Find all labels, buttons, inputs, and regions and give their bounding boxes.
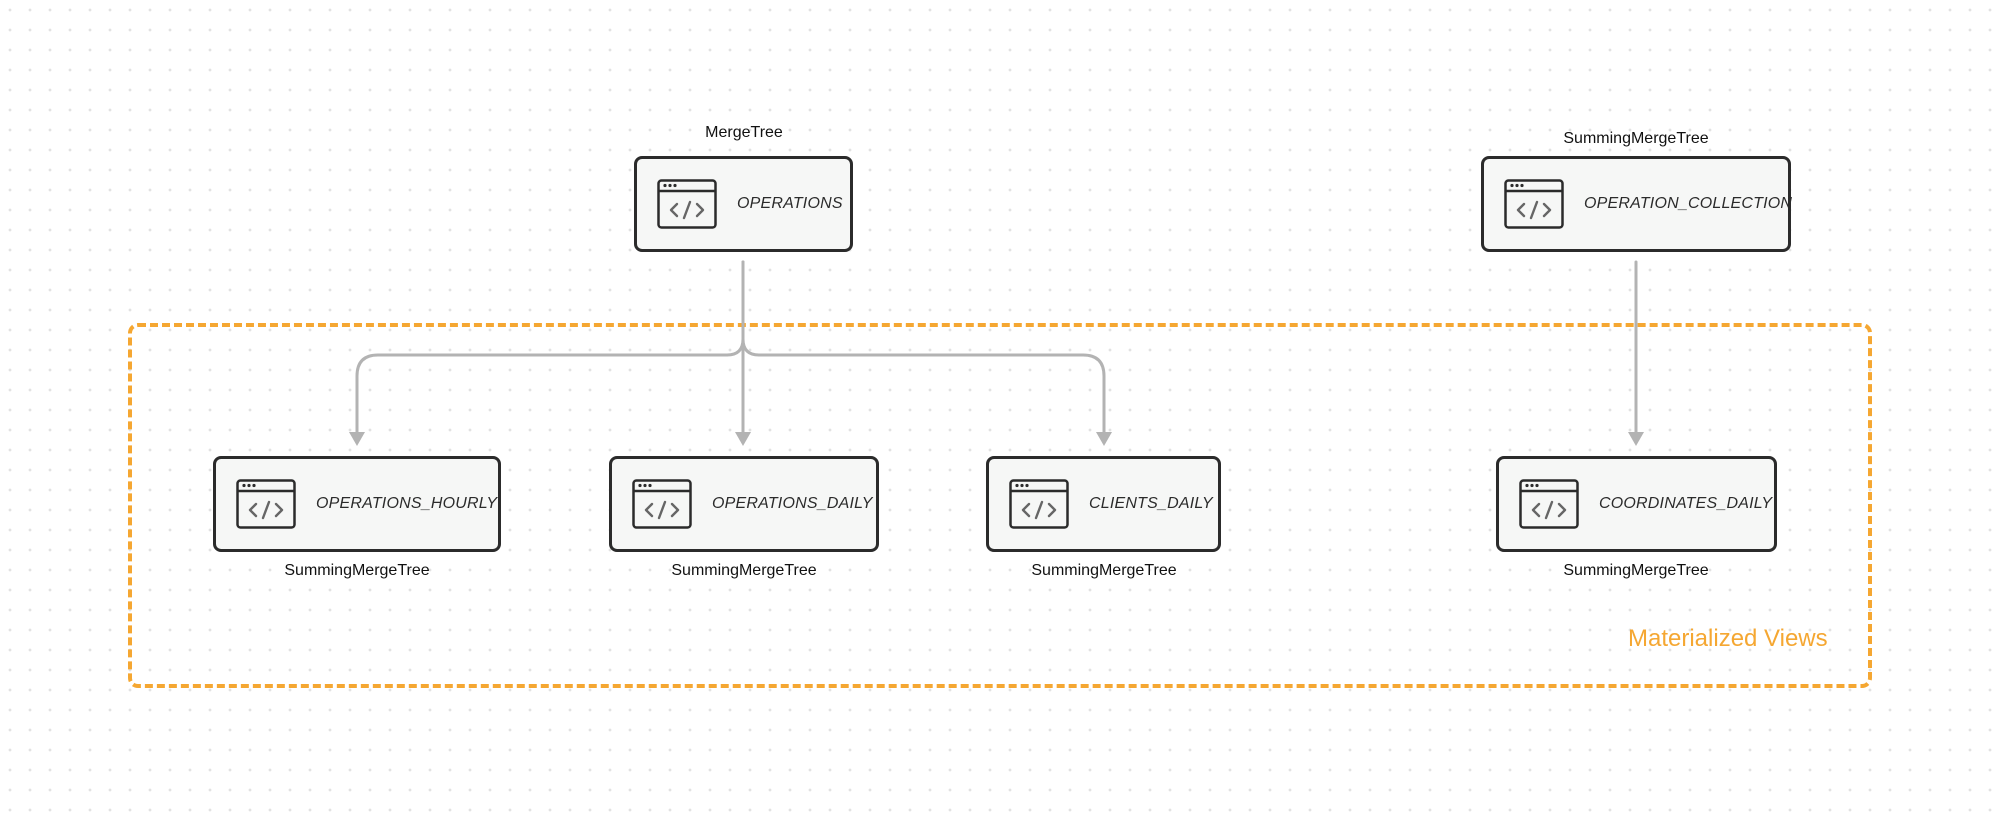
table-node-operation-collection[interactable]: OPERATION_COLLECTION (1481, 156, 1793, 252)
code-window-icon (1519, 479, 1579, 529)
connector-operations-to-hourly (355, 260, 745, 434)
table-name: OPERATION_COLLECTION (1584, 195, 1793, 212)
operations-daily-engine-label: SummingMergeTree (671, 562, 817, 579)
view-name: OPERATIONS_DAILY (712, 495, 873, 512)
arrowhead-clients (1096, 432, 1112, 446)
view-name: COORDINATES_DAILY (1599, 495, 1773, 512)
connector-operations-to-clients (741, 260, 1106, 434)
coordinates-daily-engine-label: SummingMergeTree (1563, 562, 1709, 579)
view-node-operations-hourly[interactable]: OPERATIONS_HOURLY (213, 456, 501, 552)
materialized-views-label: Materialized Views (1628, 625, 1828, 652)
code-window-icon (632, 479, 692, 529)
code-window-icon (1009, 479, 1069, 529)
clients-daily-engine-label: SummingMergeTree (1031, 562, 1177, 579)
view-node-coordinates-daily[interactable]: COORDINATES_DAILY (1496, 456, 1777, 552)
code-window-icon (236, 479, 296, 529)
view-name: OPERATIONS_HOURLY (316, 495, 498, 512)
operations-engine-label: MergeTree (705, 124, 783, 141)
view-name: CLIENTS_DAILY (1089, 495, 1213, 512)
operations-hourly-engine-label: SummingMergeTree (284, 562, 430, 579)
table-name: OPERATIONS (737, 195, 843, 212)
view-node-operations-daily[interactable]: OPERATIONS_DAILY (609, 456, 879, 552)
operation-collection-engine-label: SummingMergeTree (1563, 130, 1709, 147)
arrowhead-daily (735, 432, 751, 446)
table-node-operations[interactable]: OPERATIONS (634, 156, 853, 252)
view-node-clients-daily[interactable]: CLIENTS_DAILY (986, 456, 1221, 552)
arrowhead-hourly (349, 432, 365, 446)
code-window-icon (657, 179, 717, 229)
arrowhead-coordinates (1628, 432, 1644, 446)
materialized-views-group (128, 323, 1872, 688)
code-window-icon (1504, 179, 1564, 229)
